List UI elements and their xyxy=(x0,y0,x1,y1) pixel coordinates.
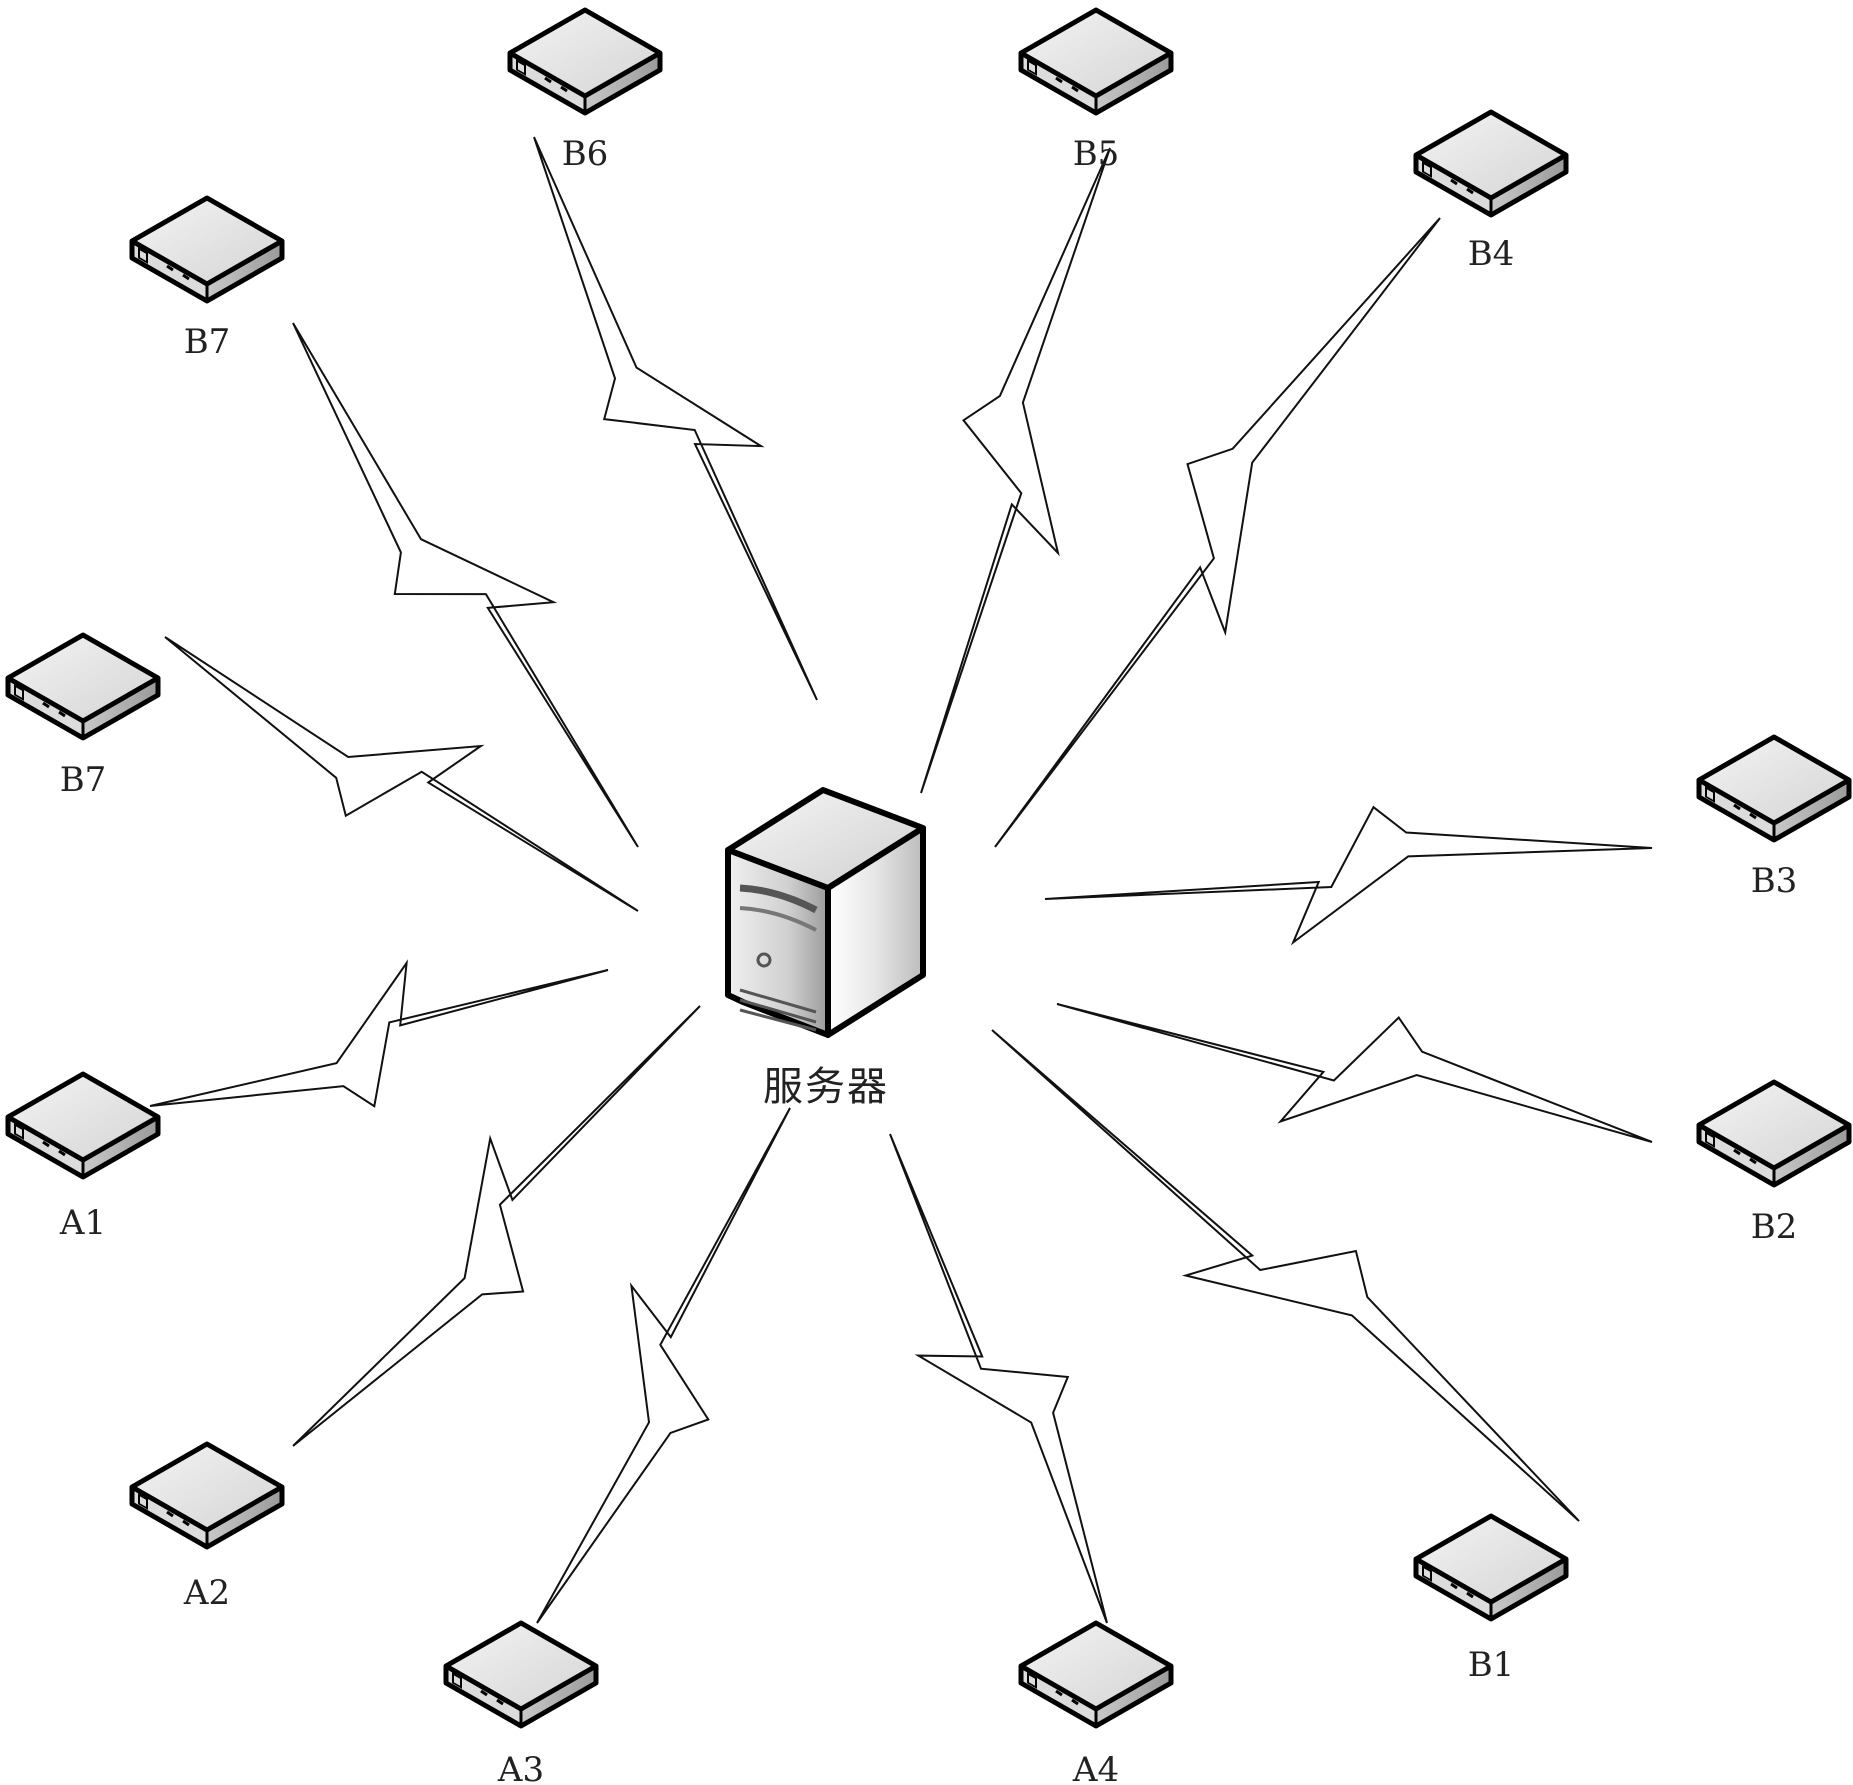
terminal-device-icon xyxy=(8,635,158,738)
device-label: A2 xyxy=(183,1573,230,1613)
device-label: B4 xyxy=(1468,234,1515,274)
terminal-device-icon xyxy=(132,1444,282,1547)
wireless-link-B7b xyxy=(164,636,639,912)
device-label: B7 xyxy=(184,322,231,362)
terminal-device-icon xyxy=(1021,1623,1171,1726)
device-A4: A4 xyxy=(1021,1623,1171,1785)
device-label: A4 xyxy=(1072,1750,1119,1785)
terminal-device-icon xyxy=(510,10,660,113)
wireless-link-B6 xyxy=(533,136,818,701)
terminal-device-icon xyxy=(446,1623,596,1726)
devices: A1 A2 A3 A4 B1 B2 B3 B4 xyxy=(8,10,1849,1785)
device-label: B7 xyxy=(60,760,107,800)
terminal-device-icon xyxy=(1021,10,1171,113)
device-label: A3 xyxy=(497,1750,544,1785)
terminal-device-icon xyxy=(132,198,282,301)
device-label: B6 xyxy=(562,134,609,174)
wireless-link-A2 xyxy=(292,1005,701,1447)
device-label: B2 xyxy=(1751,1207,1798,1247)
server-label: 服务器 xyxy=(763,1064,889,1110)
device-B1: B1 xyxy=(1416,1516,1566,1685)
terminal-device-icon xyxy=(8,1074,158,1177)
device-B6: B6 xyxy=(510,10,660,174)
wireless-link-B1 xyxy=(991,1029,1580,1522)
device-label: B1 xyxy=(1468,1645,1515,1685)
wireless-link-B3 xyxy=(1044,805,1653,946)
wireless-links xyxy=(149,136,1653,1624)
wireless-link-A3 xyxy=(536,1107,791,1624)
device-A2: A2 xyxy=(132,1444,282,1613)
device-A1: A1 xyxy=(8,1074,158,1243)
device-B7-lower: B7 xyxy=(8,635,158,800)
device-B3: B3 xyxy=(1699,737,1849,901)
device-label: A1 xyxy=(59,1203,106,1243)
terminal-device-icon xyxy=(1699,1082,1849,1185)
terminal-device-icon xyxy=(1699,737,1849,840)
server-node: 服务器 xyxy=(725,787,926,1110)
device-B7-upper: B7 xyxy=(132,198,282,362)
wireless-link-A4 xyxy=(889,1133,1108,1624)
server-tower-icon xyxy=(725,787,926,1038)
device-B4: B4 xyxy=(1416,112,1566,274)
device-label: B3 xyxy=(1751,861,1798,901)
device-B2: B2 xyxy=(1699,1082,1849,1247)
device-label: B5 xyxy=(1073,134,1120,174)
wireless-link-B5 xyxy=(920,147,1111,794)
wireless-link-B4 xyxy=(994,217,1441,848)
device-B5: B5 xyxy=(1021,10,1171,174)
device-A3: A3 xyxy=(446,1623,596,1785)
terminal-device-icon xyxy=(1416,1516,1566,1619)
wireless-link-A1 xyxy=(149,959,609,1108)
wireless-link-B2 xyxy=(1056,1003,1653,1143)
wireless-link-B7a xyxy=(292,322,639,848)
terminal-device-icon xyxy=(1416,112,1566,215)
